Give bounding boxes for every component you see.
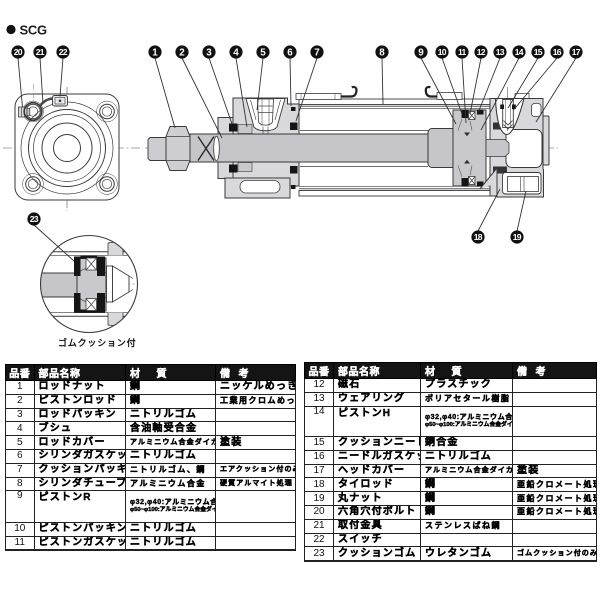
svg-text:15: 15 [534, 47, 543, 57]
svg-text:23: 23 [30, 214, 39, 224]
svg-text:6: 6 [287, 48, 293, 59]
svg-text:18: 18 [474, 232, 483, 242]
svg-text:13: 13 [496, 47, 505, 57]
svg-text:SCG: SCG [20, 23, 47, 38]
svg-text:16: 16 [553, 47, 562, 57]
svg-text:19: 19 [513, 232, 522, 242]
svg-text:2: 2 [179, 48, 185, 59]
svg-text:12: 12 [477, 47, 486, 57]
svg-text:17: 17 [572, 47, 581, 57]
svg-text:10: 10 [438, 47, 447, 57]
svg-text:20: 20 [14, 47, 23, 57]
svg-text:7: 7 [314, 48, 320, 59]
svg-text:5: 5 [260, 48, 266, 59]
svg-text:4: 4 [233, 48, 239, 59]
svg-text:22: 22 [59, 47, 68, 57]
svg-text:9: 9 [418, 48, 424, 59]
svg-text:21: 21 [36, 47, 45, 57]
svg-text:11: 11 [458, 47, 467, 57]
svg-text:1: 1 [152, 48, 158, 59]
svg-text:ゴムクッション付: ゴムクッション付 [58, 337, 136, 348]
svg-text:14: 14 [515, 47, 524, 57]
svg-text:8: 8 [379, 48, 385, 59]
svg-text:3: 3 [206, 48, 212, 59]
